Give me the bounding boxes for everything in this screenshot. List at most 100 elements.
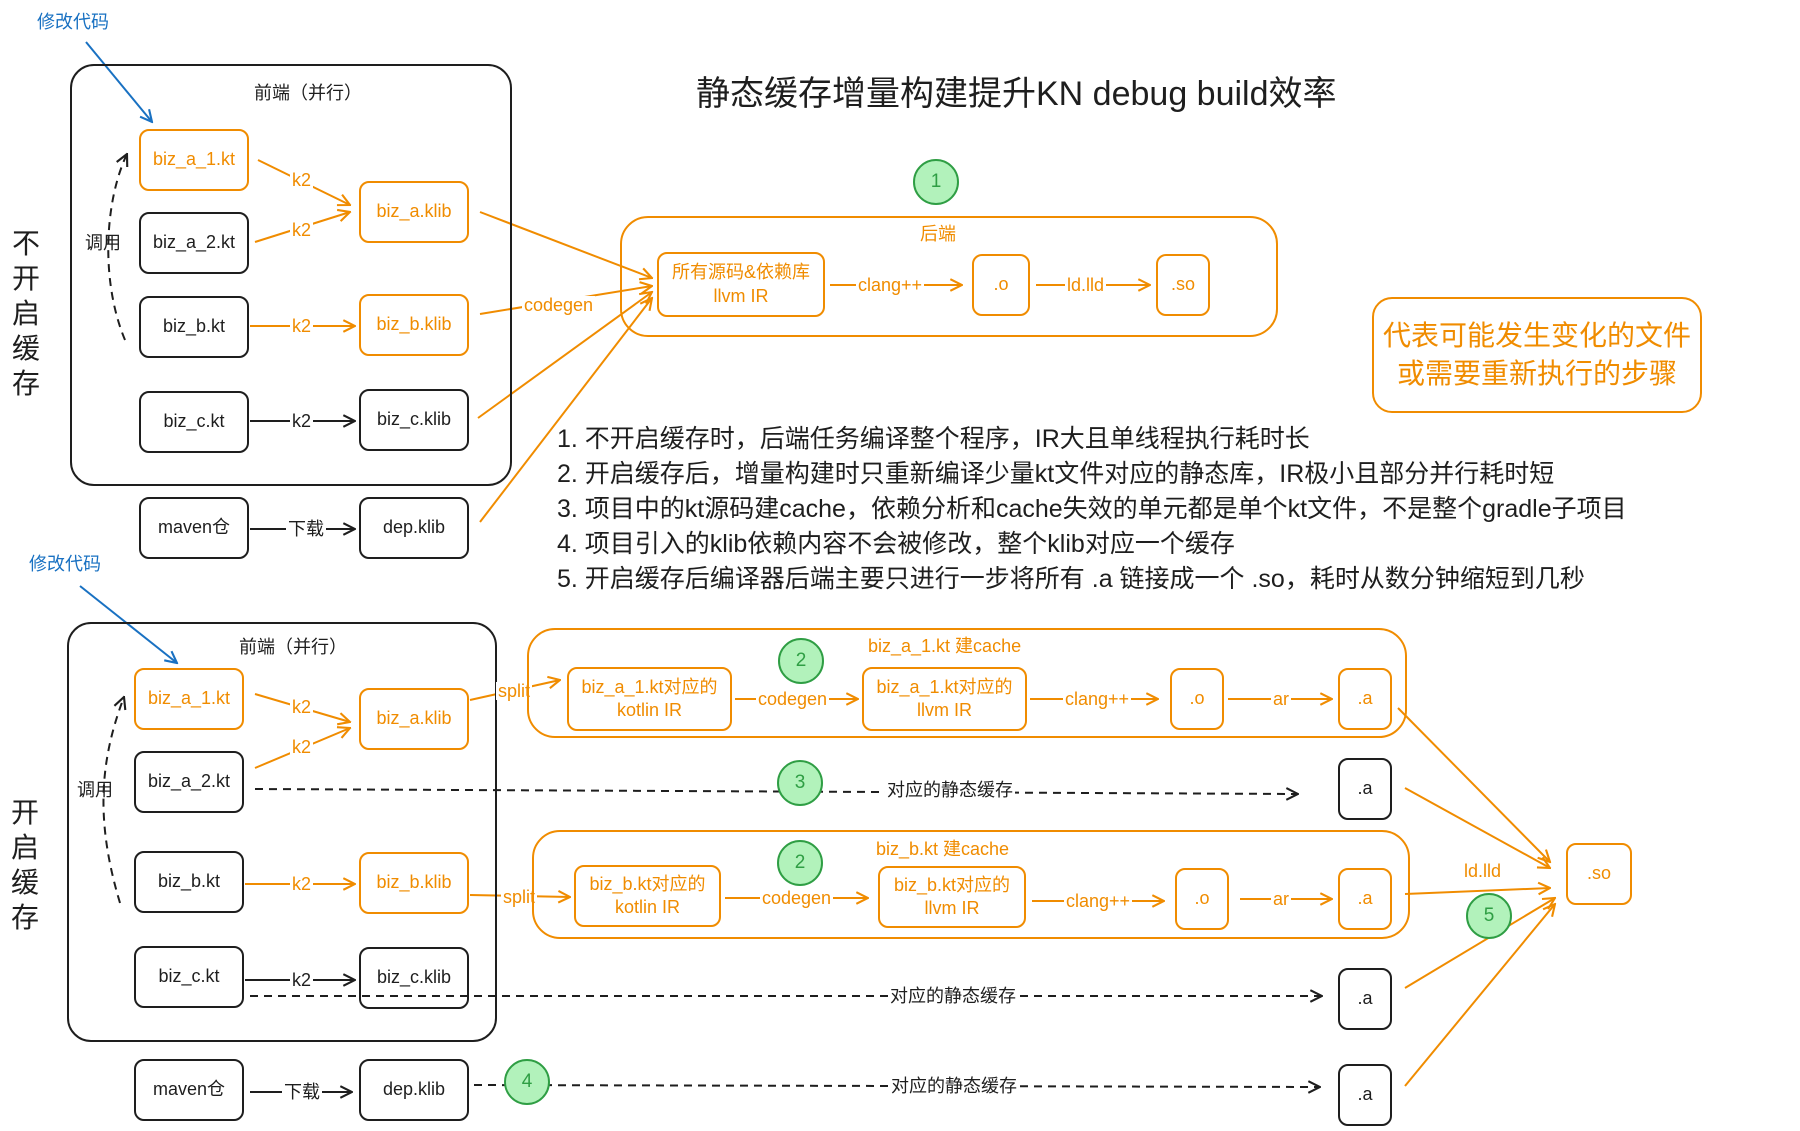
static-cache-label: 对应的静态缓存: [889, 1076, 1019, 1096]
step-badge-5: 5: [1466, 893, 1512, 939]
codegen-label-a1: codegen: [756, 689, 830, 709]
obj-file-a1: .o: [1170, 668, 1224, 730]
k2-label: k2: [290, 411, 314, 431]
frontend-group-bottom: [67, 622, 497, 1042]
file-biz-a1-bottom: biz_a_1.kt: [134, 668, 244, 730]
modify-code-label-top: 修改代码: [37, 12, 109, 32]
file-biz-a1-top: biz_a_1.kt: [139, 129, 249, 191]
kotlin-ir-a1-line-2: kotlin IR: [616, 700, 683, 720]
file-biz-a2-top: biz_a_2.kt: [139, 212, 249, 274]
note-item: 2. 开启缓存后，增量构建时只重新编译少量kt文件对应的静态库，IR极小且部分并…: [557, 460, 1555, 488]
archive-c: .a: [1338, 968, 1392, 1030]
backend-label: 后端: [918, 224, 958, 244]
kotlin-ir-a1-box: biz_a_1.kt对应的 kotlin IR: [567, 667, 732, 731]
file-biz-b-bottom: biz_b.kt: [134, 851, 244, 913]
call-label-bottom: 调用: [77, 780, 113, 800]
file-biz-c-top: biz_c.kt: [139, 391, 249, 453]
split-label-b: split: [501, 887, 538, 907]
step-badge-1: 1: [913, 159, 959, 205]
page-title: 静态缓存增量构建提升KN debug build效率: [696, 75, 1337, 113]
file-biz-b-top: biz_b.kt: [139, 296, 249, 358]
step-badge-2: 2: [777, 840, 823, 886]
llvm-ir-b-line-1: biz_b.kt对应的: [893, 874, 1011, 895]
klib-dep-top: dep.klib: [359, 497, 469, 559]
obj-file-top: .o: [972, 254, 1030, 316]
llvm-ir-b-box: biz_b.kt对应的 llvm IR: [878, 866, 1026, 928]
all-sources-line-1: 所有源码&依赖库: [671, 262, 810, 283]
maven-repo-top: maven仓: [139, 497, 249, 559]
clang-label-top: clang++: [856, 275, 925, 295]
llvm-ir-a1-line-2: llvm IR: [917, 700, 972, 720]
llvm-ir-a1-box: biz_a_1.kt对应的 llvm IR: [862, 667, 1027, 731]
k2-label: k2: [290, 220, 314, 240]
klib-biz-b-bottom: biz_b.klib: [359, 852, 469, 914]
all-sources-llvm-ir-box: 所有源码&依赖库 llvm IR: [657, 252, 825, 317]
legend-line-1: 代表可能发生变化的文件: [1382, 320, 1691, 351]
side-label-cache: 开启缓存: [10, 797, 39, 933]
arrow-static-cache-a2: [254, 789, 1298, 794]
so-file-bottom: .so: [1566, 843, 1632, 905]
backend-group-top: [620, 216, 1278, 337]
k2-label: k2: [290, 170, 314, 190]
cache-group-b: [532, 830, 1410, 939]
static-cache-label: 对应的静态缓存: [888, 986, 1018, 1006]
klib-biz-c-bottom: biz_c.klib: [359, 947, 469, 1009]
archive-dep: .a: [1338, 1064, 1392, 1126]
cache-label-b: biz_b.kt 建cache: [874, 839, 1012, 859]
arrow-link-a1: [1397, 707, 1550, 862]
ar-label-b: ar: [1271, 889, 1292, 909]
note-item: 3. 项目中的kt源码建cache，依赖分析和cache失效的单元都是单个kt文…: [557, 495, 1627, 523]
kotlin-ir-b-line-1: biz_b.kt对应的: [589, 873, 706, 894]
arrow-link-a2: [1404, 787, 1550, 868]
split-label-a: split: [496, 681, 533, 701]
obj-file-b: .o: [1175, 868, 1229, 930]
lld-label-top: ld.lld: [1065, 275, 1107, 295]
cache-group-a1: [527, 628, 1407, 738]
archive-b: .a: [1338, 868, 1392, 930]
maven-repo-bottom: maven仓: [134, 1059, 244, 1121]
legend-line-2: 或需要重新执行的步骤: [1396, 358, 1677, 389]
arrow-link-c: [1404, 898, 1555, 989]
llvm-ir-b-line-2: llvm IR: [924, 898, 980, 918]
legend-box: 代表可能发生变化的文件 或需要重新执行的步骤: [1372, 297, 1702, 413]
klib-biz-c-top: biz_c.klib: [359, 389, 469, 451]
arrow-call-top: [107, 154, 127, 341]
all-sources-line-2: llvm IR: [713, 285, 769, 306]
k2-label: k2: [290, 874, 314, 894]
frontend-label-top: 前端（并行）: [254, 83, 362, 103]
arrow-link-dep: [1404, 904, 1555, 1087]
k2-label: k2: [290, 697, 314, 717]
kotlin-ir-a1-line-1: biz_a_1.kt对应的: [581, 676, 718, 697]
klib-biz-a-top: biz_a.klib: [359, 181, 469, 243]
archive-a1: .a: [1338, 668, 1392, 730]
frontend-label-bottom: 前端（并行）: [239, 637, 347, 657]
k2-label: k2: [290, 970, 314, 990]
note-item: 4. 项目引入的klib依赖内容不会被修改，整个klib对应一个缓存: [557, 530, 1235, 558]
clang-label-a1: clang++: [1063, 689, 1132, 709]
cache-label-a1: biz_a_1.kt 建cache: [866, 636, 1024, 656]
lld-label-bottom: ld.lld: [1464, 861, 1502, 881]
arrow-codegen-dep-top: [479, 298, 652, 523]
download-label-bottom: 下载: [282, 1082, 322, 1102]
arrow-call-bottom: [102, 697, 124, 904]
file-biz-a2-bottom: biz_a_2.kt: [134, 751, 244, 813]
notes-list: 1. 不开启缓存时，后端任务编译整个程序，IR大且单线程执行耗时长 2. 开启缓…: [557, 422, 1627, 597]
k2-label: k2: [290, 737, 314, 757]
klib-biz-b-top: biz_b.klib: [359, 294, 469, 356]
side-label-no-cache: 不开启缓存: [11, 228, 40, 399]
step-badge-2: 2: [778, 638, 824, 684]
modify-code-label-bottom: 修改代码: [29, 554, 101, 574]
k2-label: k2: [290, 316, 314, 336]
static-cache-label: 对应的静态缓存: [885, 780, 1015, 800]
clang-label-b: clang++: [1064, 891, 1133, 911]
step-badge-3: 3: [777, 760, 823, 806]
kotlin-ir-b-line-2: kotlin IR: [614, 897, 681, 917]
arrow-link-b: [1404, 888, 1550, 894]
ar-label-a1: ar: [1271, 689, 1292, 709]
arrow-modify-top: [85, 41, 152, 122]
download-label-top: 下载: [286, 519, 326, 539]
klib-dep-bottom: dep.klib: [359, 1059, 469, 1121]
note-item: 5. 开启缓存后编译器后端主要只进行一步将所有 .a 链接成一个 .so，耗时从…: [557, 565, 1585, 593]
so-file-top: .so: [1156, 254, 1210, 316]
